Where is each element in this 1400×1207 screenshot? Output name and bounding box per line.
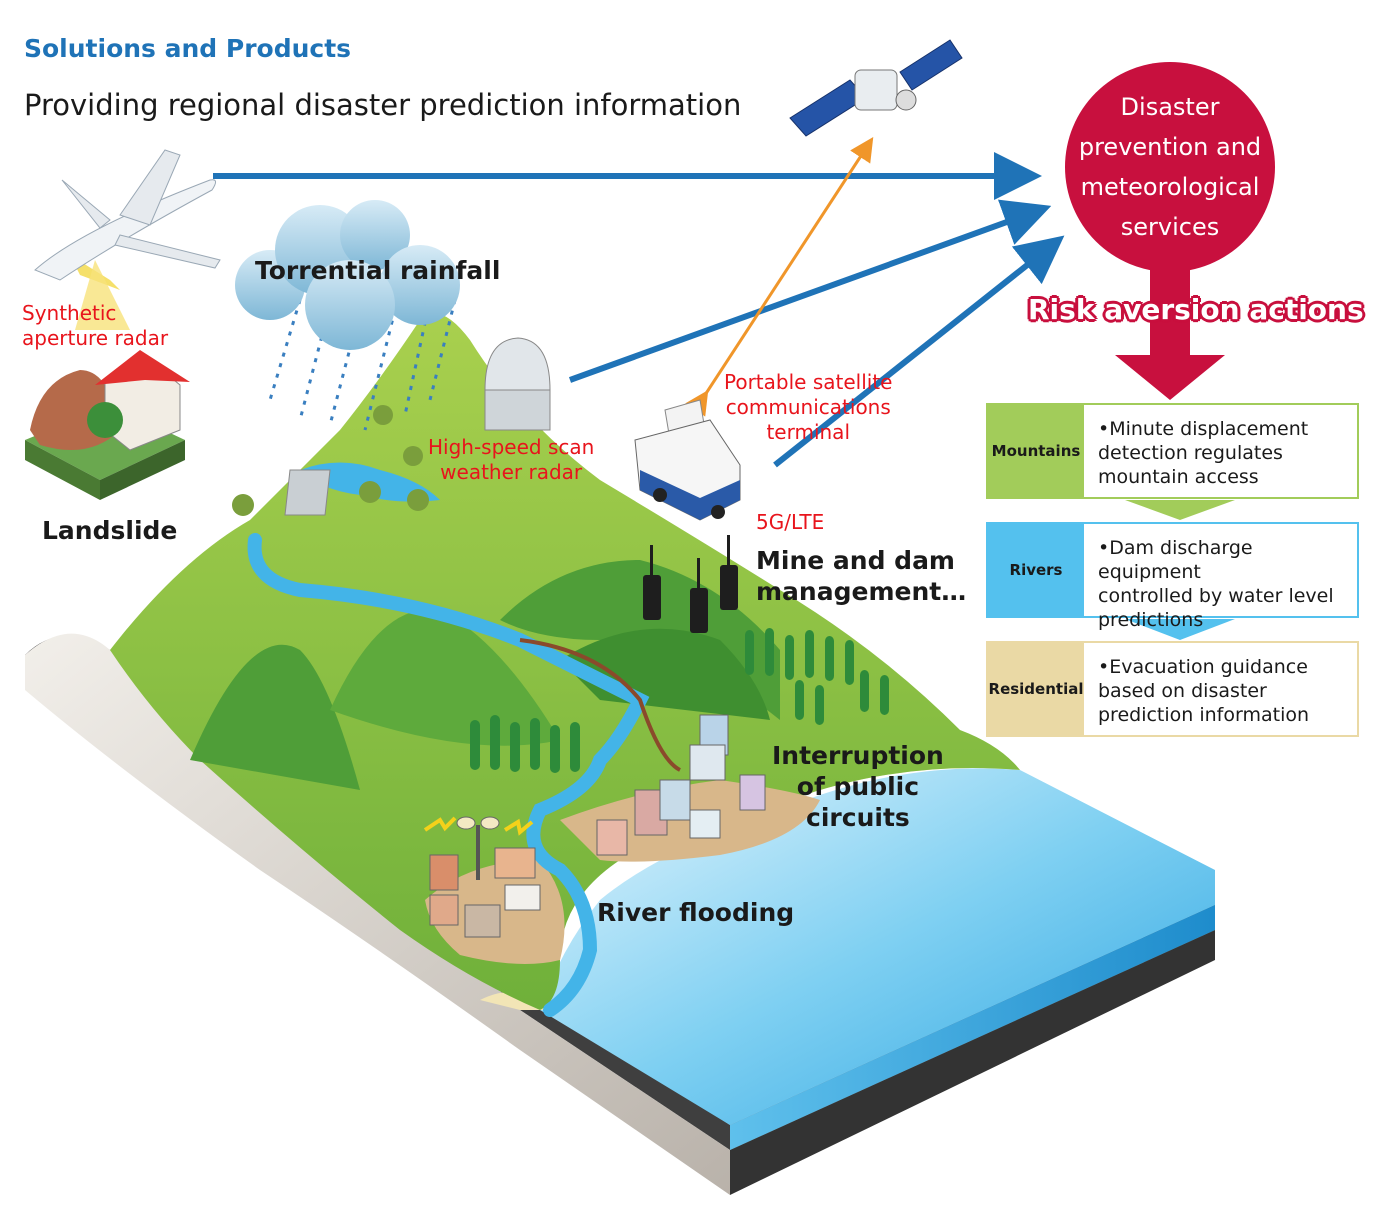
- section-title: Solutions and Products: [24, 34, 352, 63]
- dam-icon: [284, 469, 331, 516]
- van-icon: [634, 399, 741, 521]
- speaker-tower-icon: [423, 816, 534, 880]
- action-category: Residential: [988, 643, 1084, 735]
- satellite-icon: [789, 39, 963, 137]
- action-category: Rivers: [988, 524, 1084, 616]
- action-text: •Minute displacement detection regulates…: [1084, 405, 1357, 497]
- radar-dome-icon: [484, 337, 551, 431]
- action-row-mountains: Mountains •Minute displacement detection…: [986, 403, 1359, 499]
- lte-label: 5G/LTE: [756, 510, 825, 534]
- rainfall-label: Torrential rainfall: [255, 256, 501, 285]
- cloud-icon: [235, 200, 460, 431]
- action-text: •Dam discharge equipment controlled by w…: [1084, 524, 1357, 631]
- action-row-rivers: Rivers •Dam discharge equipment controll…: [986, 522, 1359, 631]
- interruption-label: Interruption of public circuits: [772, 741, 944, 832]
- down-arrow-icon: [1115, 270, 1225, 400]
- risk-title: Risk aversion actions: [1028, 293, 1364, 326]
- action-text: •Evacuation guidance based on disaster p…: [1084, 643, 1357, 735]
- building-icon: [429, 714, 766, 938]
- airplane-icon: [34, 149, 221, 330]
- action-row-residential: Residential •Evacuation guidance based o…: [986, 641, 1359, 737]
- flooding-label: River flooding: [597, 898, 795, 927]
- house-landslide-icon: [25, 350, 190, 500]
- satellite-terminal-label: Portable satellite communications termin…: [724, 370, 893, 444]
- tree-icon: [232, 405, 429, 516]
- services-hub: Disaster prevention and meteorological s…: [1065, 62, 1275, 272]
- radio-icon: [643, 535, 738, 633]
- mine-dam-label: Mine and dam management…: [756, 546, 967, 606]
- action-category: Mountains: [988, 405, 1084, 497]
- sar-label: Synthetic aperture radar: [22, 301, 169, 350]
- landslide-label: Landslide: [42, 516, 178, 545]
- weather-radar-label: High-speed scan weather radar: [428, 435, 595, 484]
- page-headline: Providing regional disaster prediction i…: [24, 88, 742, 122]
